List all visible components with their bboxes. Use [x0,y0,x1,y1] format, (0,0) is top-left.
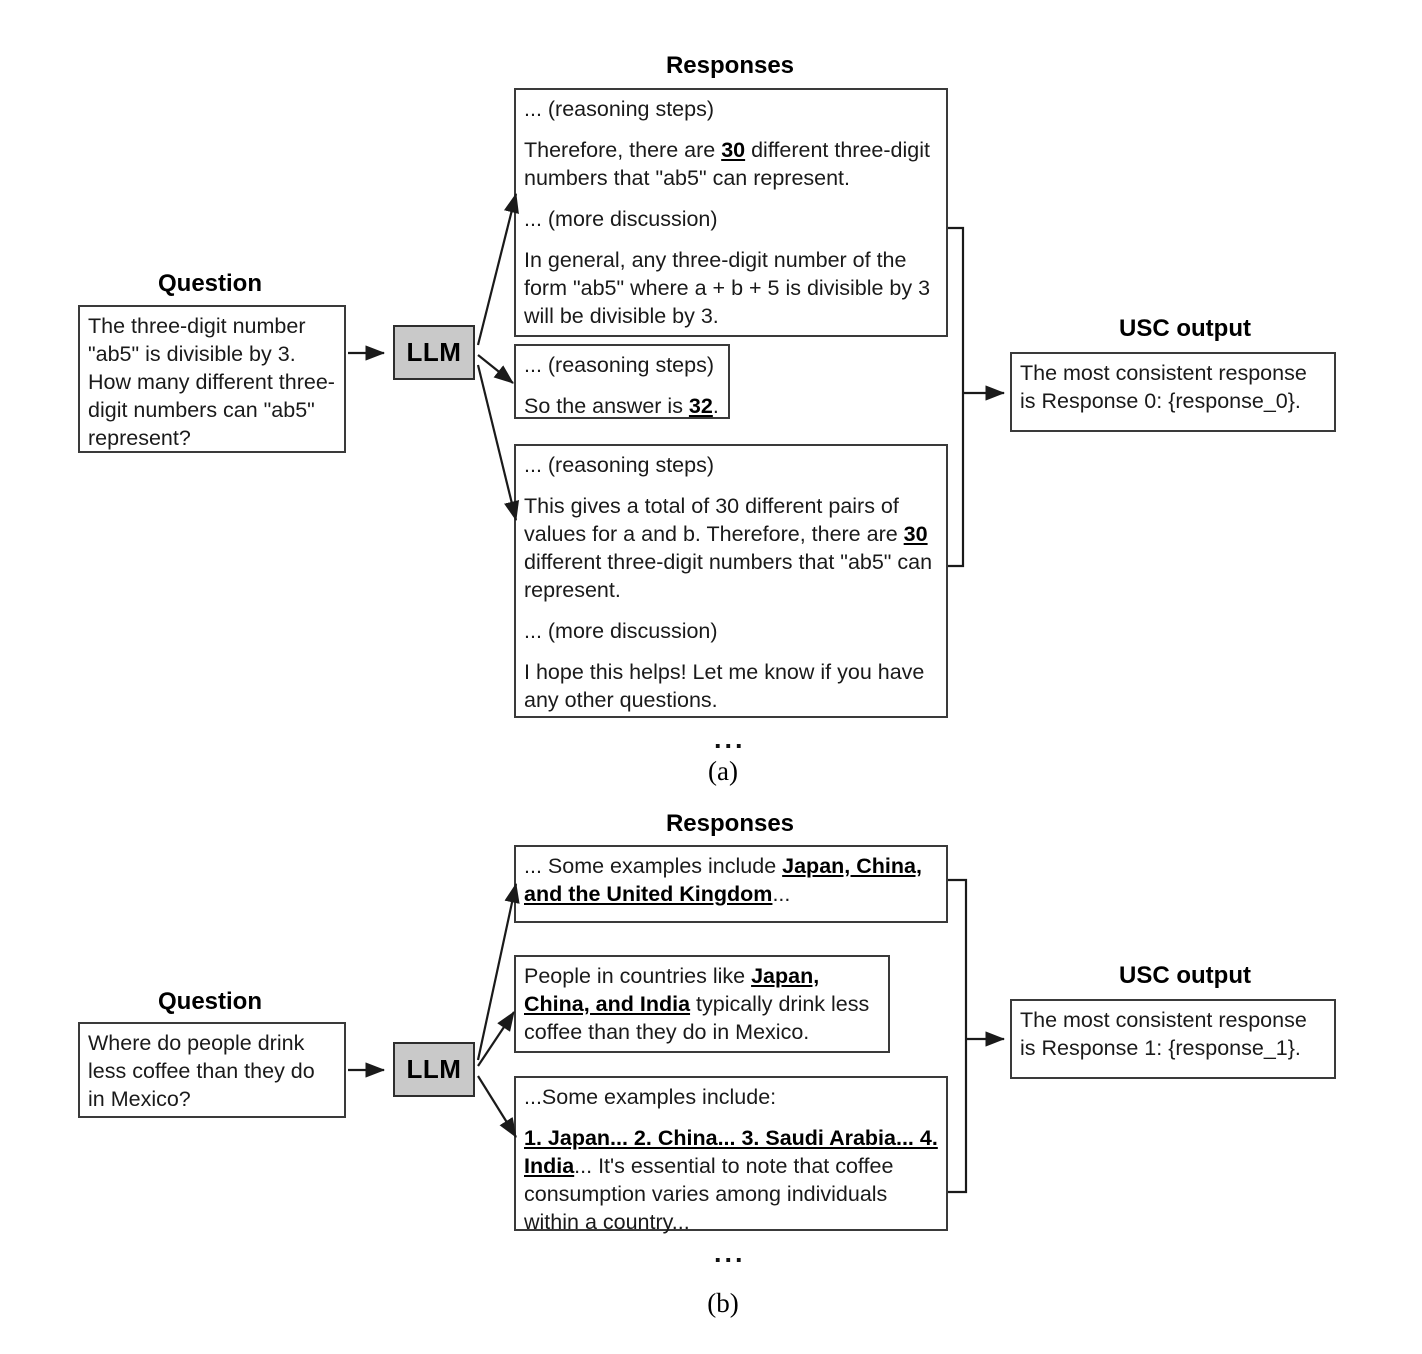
response-paragraph: ... (reasoning steps) [524,96,939,124]
response-text: ... (reasoning steps) [524,97,715,121]
highlighted-answer: Japan, China, and the United Kingdom [524,854,922,906]
bracket-responses-a [948,226,965,568]
response-text: ... (more discussion) [524,206,718,231]
highlighted-answer: Japan, China, and India [524,964,820,1016]
response-paragraph: ... Some examples include Japan, China, … [524,853,939,909]
response-paragraph: ...Some examples include: [524,1084,939,1112]
question-box-b: Where do people drink less coffee than t… [78,1022,346,1118]
arrow-llm-to-response-b-2 [477,1075,517,1138]
highlighted-answer: 30 [721,137,746,162]
response-text: . [712,393,719,418]
usc-output-box-b: The most consistent response is Response… [1010,999,1336,1079]
response-text: I hope this helps! Let me know if you ha… [524,659,925,712]
response-paragraph: ... (reasoning steps) [524,452,939,480]
response-paragraph: People in countries like Japan, China, a… [524,963,881,1047]
response-paragraph: ... (more discussion) [524,206,939,234]
response-text: ... Some examples include [524,854,783,878]
arrow-llm-to-response-a-1 [477,354,514,384]
usc-heading-a: USC output [1119,315,1251,342]
question-text-b: Where do people drink less coffee than t… [88,1031,315,1111]
response-text: This gives a total of 30 different pairs… [524,493,904,546]
usc-output-box-a: The most consistent response is Response… [1010,352,1336,432]
response-box-a-0: ... (reasoning steps) Therefore, there ar… [514,88,948,337]
usc-output-text-a: The most consistent response is Response… [1020,361,1307,413]
arrow-llm-to-response-a-2 [476,364,520,522]
responses-ellipsis-a: ... [714,724,746,754]
response-text: ... (reasoning steps) [524,353,715,377]
response-text: So the answer is [524,393,689,418]
response-text: ... (more discussion) [524,618,718,643]
question-box-a: The three-digit number "ab5" is divisibl… [78,305,346,453]
usc-output-text-b: The most consistent response is Response… [1020,1008,1307,1060]
panel-caption-b: (b) [707,1288,739,1318]
responses-heading-a: Responses [665,52,795,79]
response-box-a-2: ... (reasoning steps) This gives a total … [514,444,948,718]
question-text-a: The three-digit number "ab5" is divisibl… [88,314,335,450]
response-text: different three-digit numbers that "ab5"… [524,137,930,190]
response-text: ... (reasoning steps) [524,453,715,477]
response-box-a-1: ... (reasoning steps) So the answer is 32… [514,344,730,419]
response-box-b-0: ... Some examples include Japan, China, … [514,845,948,923]
highlighted-answer: 1. Japan... 2. China... 3. Saudi Arabia.… [524,1125,938,1178]
response-paragraph: ... (reasoning steps) [524,352,721,380]
response-text: ...Some examples include: [524,1085,777,1109]
response-text: People in countries like [524,964,752,988]
response-paragraph: ... (more discussion) [524,618,939,646]
highlighted-answer: 30 [903,521,928,546]
llm-node-a: LLM [393,325,475,380]
response-paragraph: So the answer is 32. [524,393,721,421]
response-paragraph: I hope this helps! Let me know if you ha… [524,659,939,715]
arrow-llm-to-response-b-0 [476,882,520,1061]
response-text: Therefore, there are [524,137,722,162]
response-paragraph: Therefore, there are 30 different three-… [524,137,939,193]
llm-node-b: LLM [393,1042,475,1097]
bracket-responses-b [948,878,968,1194]
highlighted-answer: 32 [688,393,713,418]
response-text: ... It's essential to note that coffee c… [524,1153,894,1234]
response-text: typically drink less coffee than they do… [524,991,870,1044]
response-text: In general, any three-digit number of th… [524,247,931,328]
question-heading-b: Question [157,988,262,1015]
usc-heading-b: USC output [1119,962,1251,989]
response-box-b-2: ...Some examples include: 1. Japan... 2. … [514,1076,948,1234]
arrow-llm-to-response-a-0 [476,192,519,346]
response-paragraph: In general, any three-digit number of th… [524,247,939,331]
response-paragraph: This gives a total of 30 different pairs… [524,493,939,605]
arrow-llm-to-response-b-1 [477,1011,515,1067]
response-text: different three-digit numbers that "ab5"… [524,549,933,602]
response-text: ... [772,881,791,906]
response-box-b-1: People in countries like Japan, China, a… [514,955,890,1053]
responses-ellipsis-b: ... [714,1238,746,1268]
question-heading-a: Question [157,270,262,297]
panel-caption-a: (a) [708,756,738,786]
responses-heading-b: Responses [665,810,795,837]
response-paragraph: 1. Japan... 2. China... 3. Saudi Arabia.… [524,1125,939,1237]
